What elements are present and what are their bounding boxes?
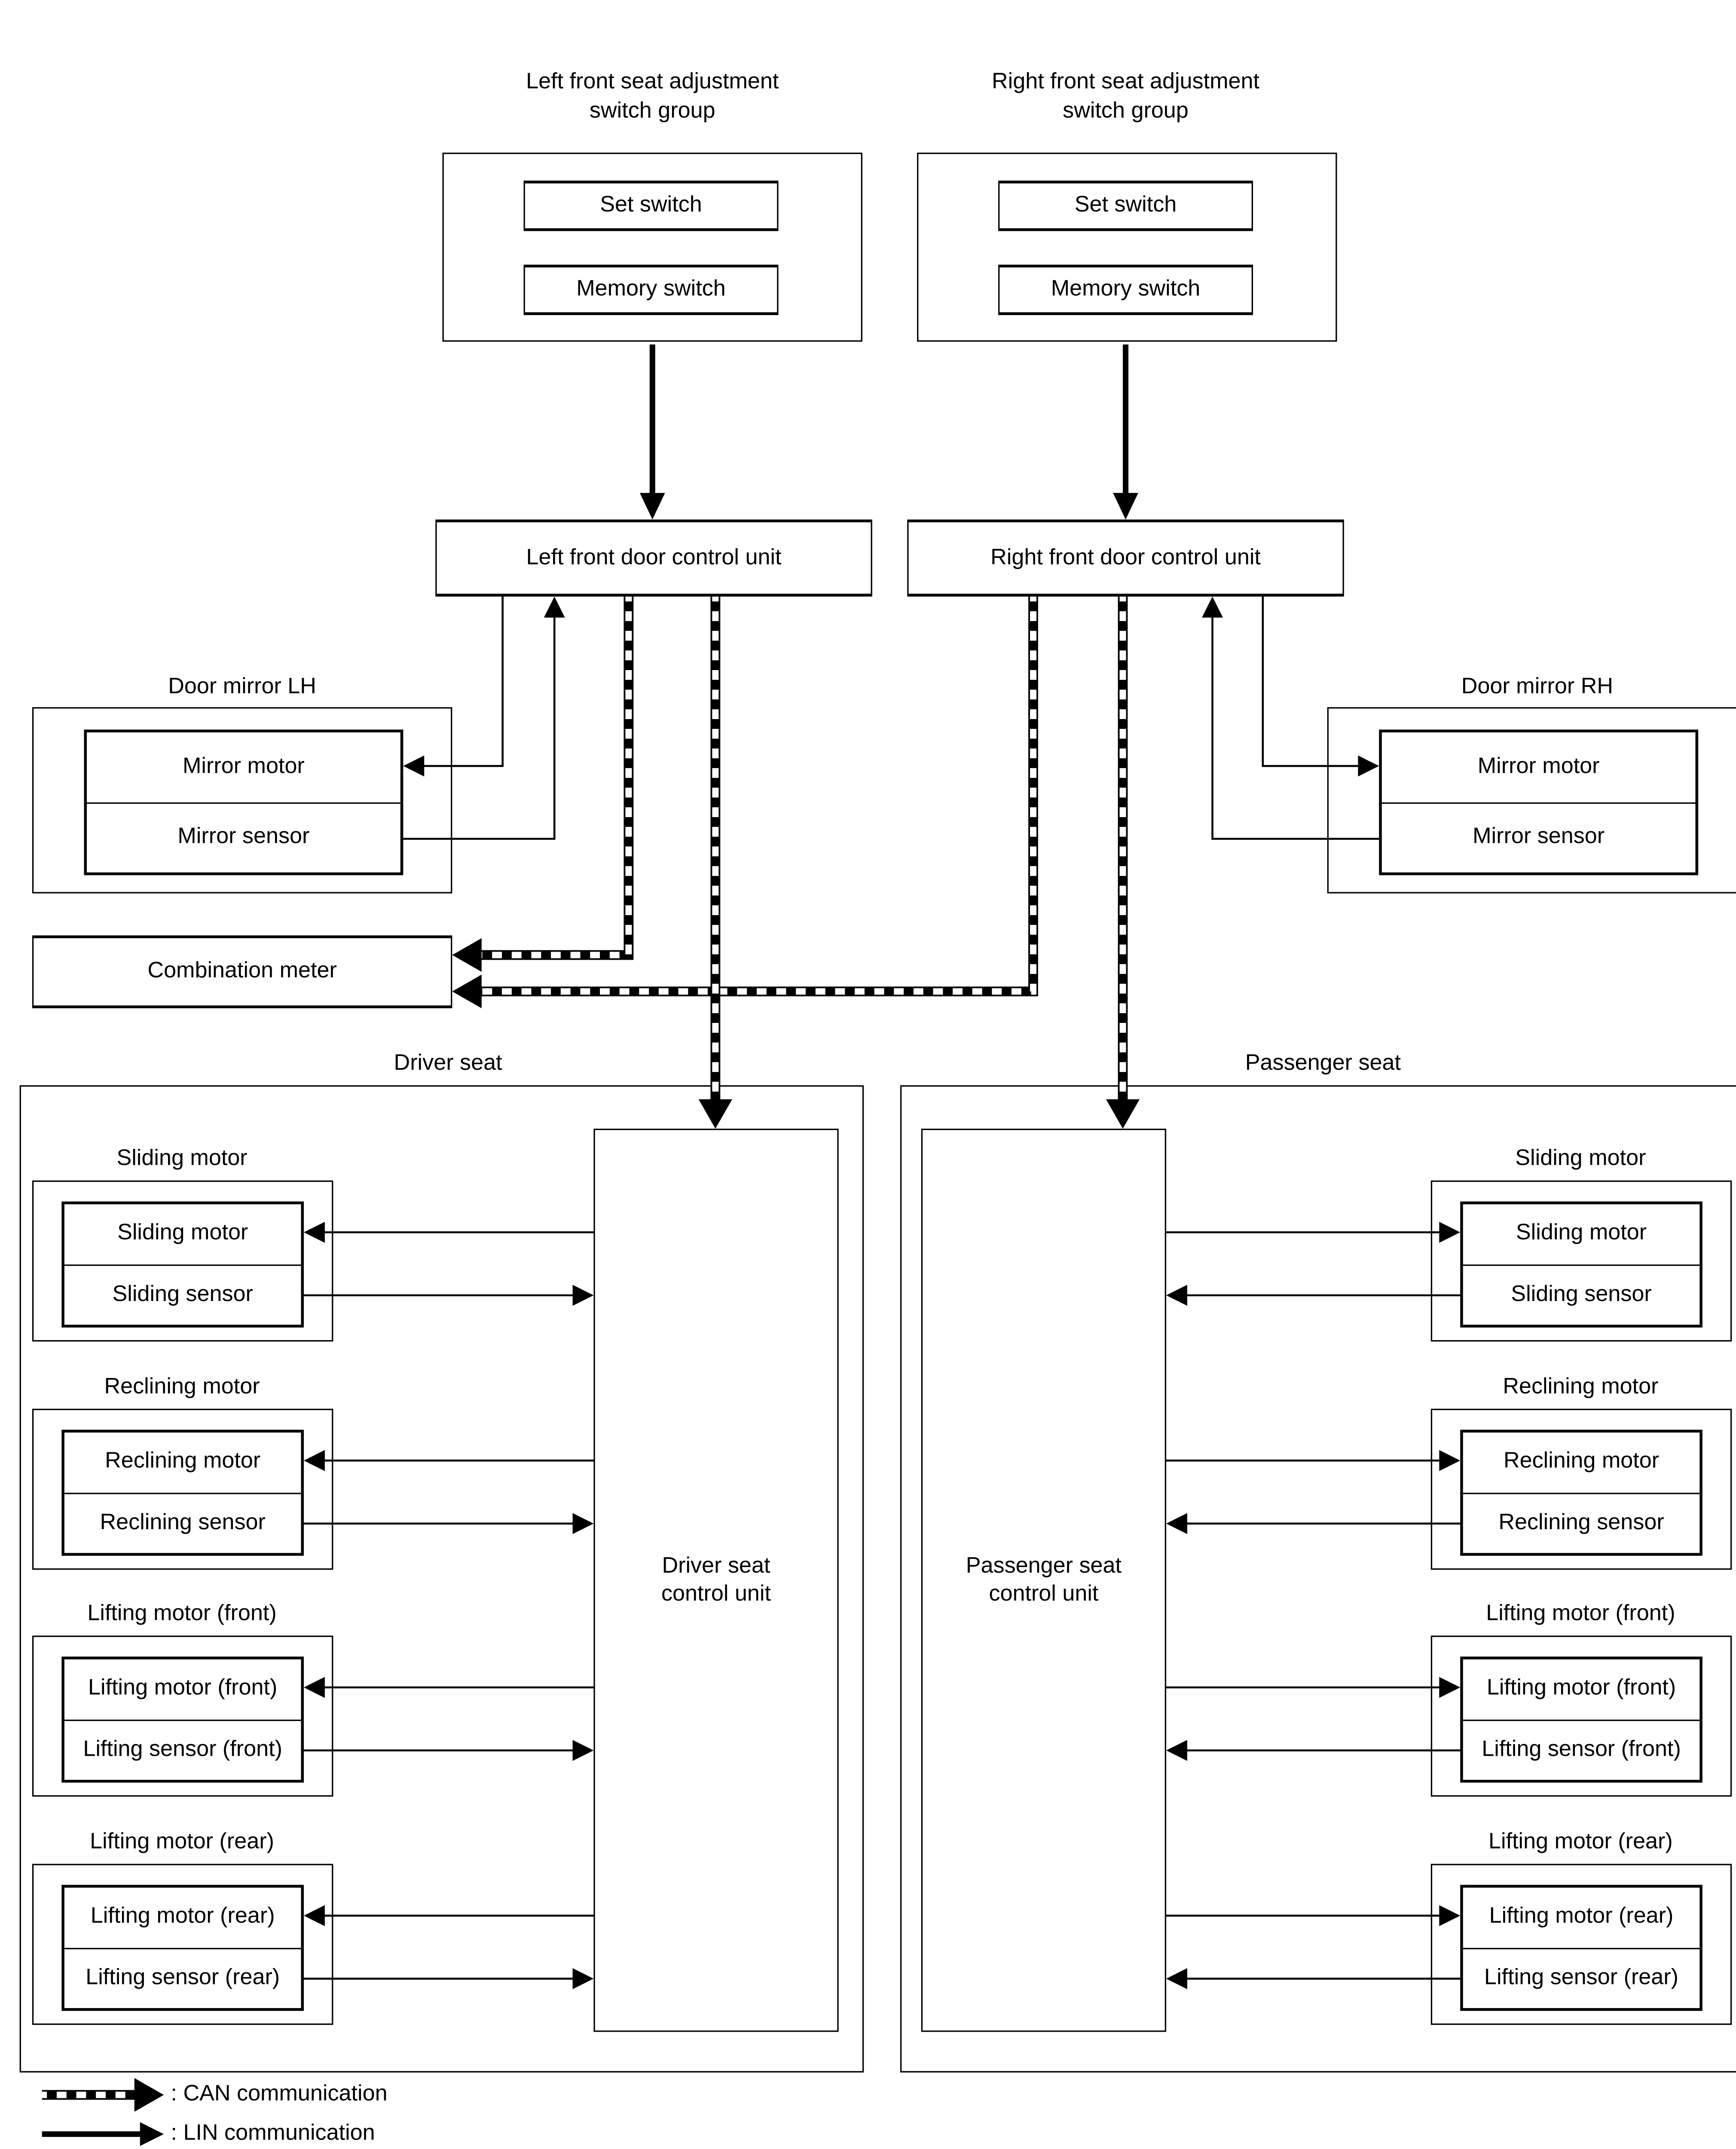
driver-group-cells-lifting-front: Lifting motor (front) Lifting sensor (fr… (61, 1656, 304, 1783)
can-line-leftcu-to-meter-black (477, 596, 634, 960)
right-memory-switch-box: Memory switch (998, 264, 1253, 315)
combination-meter-box: Combination meter (32, 935, 452, 1008)
driver-group-label-lifting-rear: Lifting motor (rear) (90, 1830, 274, 1854)
left-front-door-control-unit-box: Left front door control unit (435, 519, 872, 597)
right-front-door-control-unit-box: Right front door control unit (907, 519, 1344, 597)
left-memory-switch-box: Memory switch (523, 264, 779, 315)
passenger-group-label-lifting-rear: Lifting motor (rear) (1488, 1830, 1673, 1854)
driver-group-cells-lifting-rear: Lifting motor (rear) Lifting sensor (rea… (61, 1885, 304, 2011)
driver-seat-control-unit-box: Driver seat control unit (593, 1129, 839, 2032)
right-switch-group-title: Right front seat adjustment switch group (992, 70, 1260, 123)
passenger-group-label-sliding: Sliding motor (1515, 1147, 1646, 1171)
passenger-seat-control-unit-box: Passenger seat control unit (921, 1129, 1166, 2032)
door-mirror-rh-cells: Mirror motor Mirror sensor (1379, 729, 1699, 876)
legend-lin-arrowhead-icon (140, 2122, 164, 2146)
passenger-group-label-lifting-front: Lifting motor (front) (1486, 1602, 1675, 1626)
driver-group-label-lifting-front: Lifting motor (front) (87, 1602, 277, 1626)
driver-group-label-sliding: Sliding motor (116, 1147, 248, 1171)
mirror-motor-rh-cell: Mirror motor (1477, 754, 1600, 778)
arrowhead-left-meter-from-leftcu (452, 938, 482, 972)
passenger-group-cells-sliding: Sliding motor Sliding sensor (1460, 1201, 1702, 1328)
passenger-group-cells-reclining: Reclining motor Reclining sensor (1460, 1430, 1702, 1556)
driver-seat-control-unit-label: Driver seat control unit (661, 1553, 771, 1606)
arrowhead-down-left-cu (639, 493, 665, 520)
mirror-motor-lh-cell: Mirror motor (182, 754, 305, 778)
legend-lin-label: : LIN communication (171, 2121, 375, 2146)
left-set-switch-box: Set switch (523, 181, 779, 231)
can-line-leftcu-to-meter-white (477, 596, 632, 958)
can-line-rightcu-to-meter-white (477, 596, 1036, 995)
passenger-reclining-motor-cell: Reclining motor (1503, 1449, 1660, 1474)
driver-lifting-front-motor-cell: Lifting motor (front) (88, 1676, 278, 1701)
mirror-sensor-lh-cell: Mirror sensor (87, 802, 400, 872)
passenger-sliding-sensor-cell: Sliding sensor (1463, 1264, 1700, 1325)
driver-sliding-motor-cell: Sliding motor (117, 1221, 248, 1246)
driver-lifting-front-sensor-cell: Lifting sensor (front) (64, 1719, 301, 1780)
passenger-reclining-sensor-cell: Reclining sensor (1463, 1492, 1700, 1553)
passenger-lifting-rear-motor-cell: Lifting motor (rear) (1489, 1904, 1674, 1929)
legend-can-arrowhead-icon (134, 2078, 164, 2112)
passenger-seat-title: Passenger seat (1245, 1051, 1401, 1076)
arrowhead-up-leftcu-from-sensor (544, 596, 565, 618)
passenger-lifting-rear-sensor-cell: Lifting sensor (rear) (1463, 1947, 1700, 2008)
driver-group-cells-reclining: Reclining motor Reclining sensor (61, 1430, 304, 1556)
driver-lifting-rear-sensor-cell: Lifting sensor (rear) (64, 1947, 301, 2008)
right-set-switch-box: Set switch (998, 181, 1253, 231)
door-mirror-rh-title: Door mirror RH (1461, 675, 1614, 699)
arrowhead-left-meter-from-rightcu (452, 974, 482, 1008)
door-mirror-lh-title: Door mirror LH (168, 675, 316, 699)
passenger-group-cells-lifting-front: Lifting motor (front) Lifting sensor (fr… (1460, 1656, 1702, 1783)
driver-group-label-reclining: Reclining motor (104, 1375, 260, 1399)
driver-seat-title: Driver seat (394, 1051, 502, 1076)
passenger-lifting-front-sensor-cell: Lifting sensor (front) (1463, 1719, 1700, 1780)
driver-reclining-sensor-cell: Reclining sensor (64, 1492, 301, 1553)
legend-can-label: : CAN communication (171, 2082, 388, 2106)
legend-samples (42, 2078, 164, 2146)
passenger-sliding-motor-cell: Sliding motor (1516, 1221, 1647, 1246)
driver-group-cells-sliding: Sliding motor Sliding sensor (61, 1201, 304, 1328)
passenger-seat-control-unit-label: Passenger seat control unit (966, 1553, 1122, 1606)
driver-sliding-sensor-cell: Sliding sensor (64, 1264, 301, 1325)
arrowhead-up-rightcu-from-sensor (1202, 596, 1223, 618)
passenger-group-label-reclining: Reclining motor (1503, 1375, 1659, 1399)
driver-lifting-rear-motor-cell: Lifting motor (rear) (90, 1904, 275, 1929)
door-mirror-lh-cells: Mirror motor Mirror sensor (84, 729, 403, 876)
mirror-sensor-rh-cell: Mirror sensor (1381, 802, 1696, 872)
passenger-group-cells-lifting-rear: Lifting motor (rear) Lifting sensor (rea… (1460, 1885, 1702, 2011)
can-line-rightcu-to-meter-black (477, 596, 1038, 997)
arrowhead-down-right-cu (1113, 493, 1138, 520)
left-switch-group-title: Left front seat adjustment switch group (526, 70, 779, 123)
driver-reclining-motor-cell: Reclining motor (105, 1449, 261, 1474)
passenger-lifting-front-motor-cell: Lifting motor (front) (1486, 1676, 1676, 1701)
